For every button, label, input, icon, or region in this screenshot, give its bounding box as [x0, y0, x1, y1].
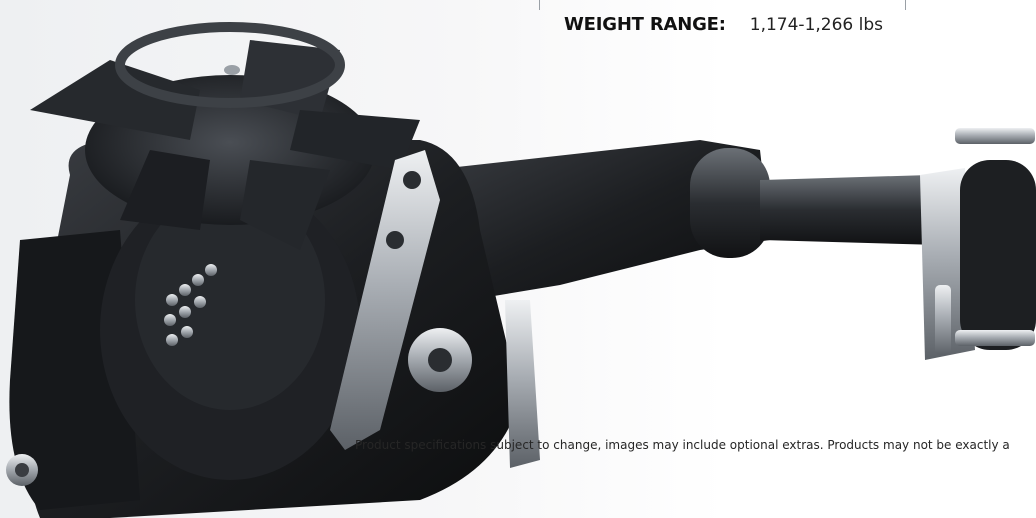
fan-shroud: [115, 22, 345, 108]
hub-cap: [960, 160, 1036, 350]
weight-range-spec: WEIGHT RANGE: 1,174-1,266 lbs: [564, 14, 883, 42]
spec-label: WEIGHT RANGE:: [564, 14, 726, 35]
wheel-stud: [935, 285, 951, 355]
axle-arm: [430, 140, 770, 300]
fan-blade: [30, 60, 200, 140]
control-bracket: [330, 150, 440, 450]
fan-blade: [120, 150, 210, 230]
axle-tube: [690, 148, 770, 258]
column-divider: [539, 0, 540, 10]
wheel-stud: [955, 330, 1035, 346]
bypass-lever: [505, 300, 540, 468]
bolt-pattern: [164, 264, 217, 346]
spec-value: 1,174-1,266 lbs: [749, 15, 884, 35]
wheel-stud: [955, 128, 1035, 144]
disclaimer-text: Product specifications subject to change…: [355, 438, 1010, 452]
axle-shaft: [760, 175, 940, 245]
column-divider: [905, 0, 906, 10]
fan-blade: [290, 110, 420, 170]
fan-blade: [240, 160, 330, 250]
